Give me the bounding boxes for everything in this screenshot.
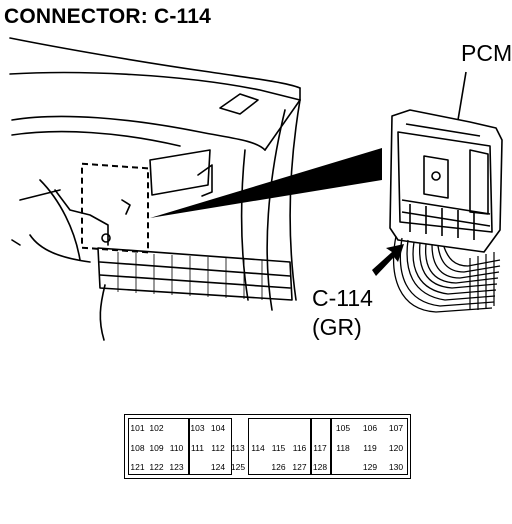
pin-cell [228, 419, 248, 437]
pin-cell: 106 [362, 423, 378, 433]
pin-cell: 121 [130, 462, 145, 472]
pin-table-frame [124, 414, 411, 479]
pin-cell: 112 [211, 443, 225, 453]
pin-cell: 120 [388, 443, 404, 453]
pcm-label: PCM [461, 40, 512, 66]
pin-cell: 107 [388, 423, 404, 433]
connector-color-label: (GR) [312, 314, 362, 340]
pin-cell: 123 [169, 462, 184, 472]
pin-cell [248, 419, 268, 437]
pin-cell: 108 [130, 443, 145, 453]
pin-cell: 119 [363, 443, 377, 453]
pin-cell: 118 [336, 443, 350, 453]
pin-cell [187, 458, 208, 476]
pin-cell [310, 419, 330, 437]
pin-cell: 117 [313, 443, 327, 453]
pin-cell: 103 [190, 423, 205, 433]
pin-group-box [248, 418, 312, 475]
pin-cell: 129 [362, 462, 378, 472]
pin-cell: 127 [292, 462, 307, 472]
pin-cell: 110 [169, 443, 184, 453]
pin-cell [289, 419, 310, 437]
pin-cell: 128 [312, 462, 328, 472]
pin-cell: 101 [130, 423, 145, 433]
connector-pin-table: 101 102 103 104 105 106 107 108 109 110 111 112 113 1… [124, 414, 411, 479]
pin-group-box [310, 418, 332, 475]
pin-cell [268, 419, 289, 437]
pin-cell: 104 [210, 423, 226, 433]
pin-cell: 114 [251, 443, 265, 453]
pin-cell: 102 [149, 423, 164, 433]
pin-cell: 113 [231, 443, 245, 453]
pin-cell: 130 [388, 462, 404, 472]
pin-group-box [188, 418, 232, 475]
pin-cell: 125 [230, 462, 246, 472]
pin-cell [330, 458, 356, 476]
pin-cell: 109 [149, 443, 164, 453]
pin-cell: 111 [191, 443, 204, 453]
pin-cell: 126 [271, 462, 286, 472]
pin-cell [166, 419, 187, 437]
pin-cell: 116 [292, 443, 307, 453]
pin-group-box [128, 418, 190, 475]
pin-cell: 105 [335, 423, 351, 433]
pin-group-box [330, 418, 408, 475]
pin-cell [248, 458, 268, 476]
pin-cell: 115 [271, 443, 286, 453]
page-title: CONNECTOR: C-114 [4, 5, 212, 28]
pin-cell: 122 [149, 462, 164, 472]
pin-cell: 124 [210, 462, 226, 472]
connector-id-label: C-114 [312, 285, 373, 311]
